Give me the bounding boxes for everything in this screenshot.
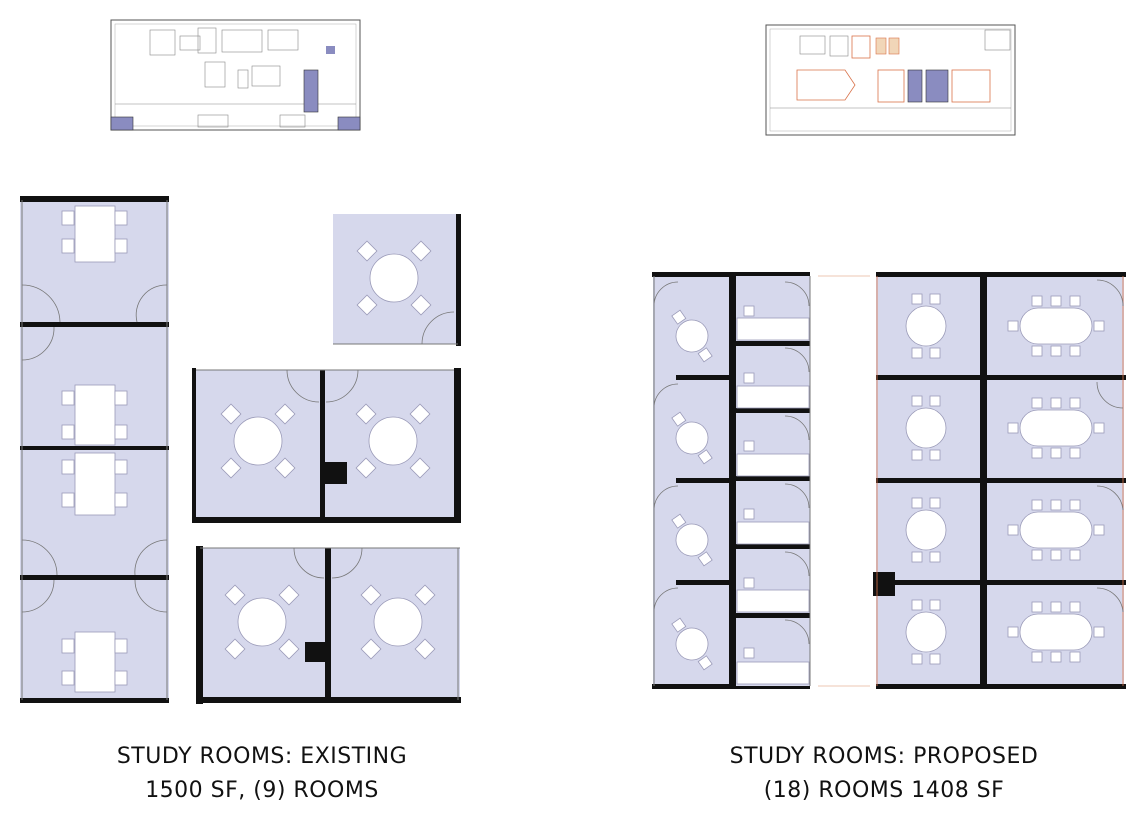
existing-title: STUDY ROOMS: EXISTING xyxy=(116,744,408,769)
proposed-title: STUDY ROOMS: PROPOSED xyxy=(729,744,1039,769)
key-plan-proposed xyxy=(765,24,1016,136)
table-rect xyxy=(61,205,128,263)
proposed-summary: (18) ROOMS 1408 SF xyxy=(763,778,1005,803)
table-rect xyxy=(61,631,128,693)
proposed-study-rooms-plan xyxy=(652,272,1126,689)
table-rect xyxy=(61,452,128,516)
existing-caption: STUDY ROOMS: EXISTING 1500 SF, (9) ROOMS xyxy=(62,740,462,808)
proposed-caption: STUDY ROOMS: PROPOSED (18) ROOMS 1408 SF xyxy=(684,740,1084,808)
table-rect xyxy=(61,384,128,446)
existing-study-rooms-plan xyxy=(20,196,461,704)
room-existing-pair-mid xyxy=(192,370,460,518)
key-plan-existing xyxy=(110,19,361,131)
existing-summary: 1500 SF, (9) ROOMS xyxy=(145,778,379,803)
